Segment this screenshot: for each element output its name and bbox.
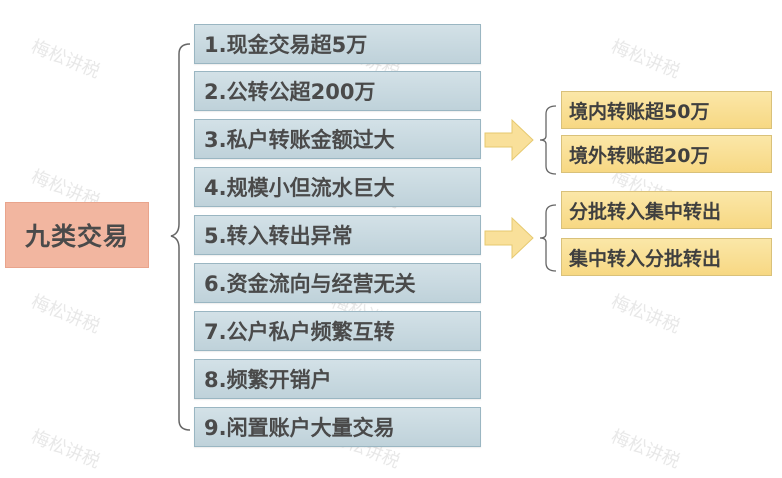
item-frequent-mutual-transfer: 7.公户私户频繁互转 — [194, 311, 481, 351]
item-idle-account: 9.闲置账户大量交易 — [194, 407, 481, 447]
root-node: 九类交易 — [5, 202, 149, 268]
sub-concentrated-in-batch-out: 集中转入分批转出 — [561, 238, 772, 276]
sub-batch-in-concentrated-out: 分批转入集中转出 — [561, 191, 772, 229]
sub-brace-3 — [539, 105, 557, 175]
main-brace — [170, 43, 191, 431]
arrow-icon — [484, 216, 534, 260]
arrow-icon — [484, 118, 534, 162]
sub-domestic-transfer: 境内转账超50万 — [561, 91, 772, 129]
item-abnormal-in-out: 5.转入转出异常 — [194, 215, 481, 255]
item-frequent-open-close: 8.频繁开销户 — [194, 359, 481, 399]
item-cash-transaction: 1.现金交易超5万 — [194, 24, 481, 64]
item-flow-unrelated: 6.资金流向与经营无关 — [194, 263, 481, 303]
item-corporate-transfer: 2.公转公超200万 — [194, 71, 481, 111]
sub-foreign-transfer: 境外转账超20万 — [561, 135, 772, 173]
sub-brace-5 — [539, 204, 557, 272]
item-small-scale-large-flow: 4.规模小但流水巨大 — [194, 167, 481, 207]
item-private-transfer-large: 3.私户转账金额过大 — [194, 119, 481, 159]
